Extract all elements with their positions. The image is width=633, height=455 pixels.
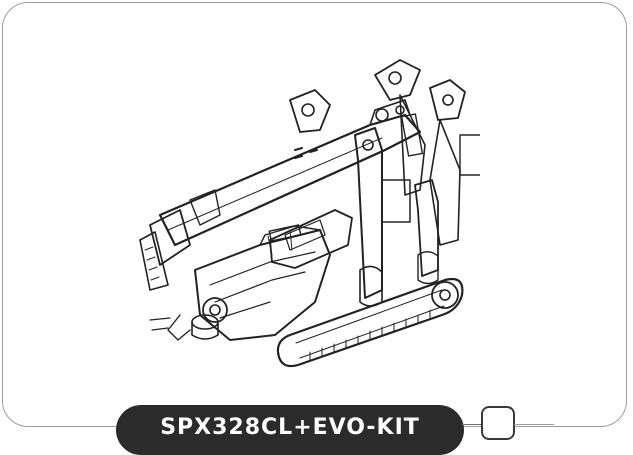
outrigger-legs — [289, 59, 480, 307]
badge-connector — [462, 424, 482, 425]
spider-crane-illustration-icon — [139, 59, 480, 368]
operator-cab — [269, 209, 353, 269]
product-card — [2, 2, 627, 427]
select-checkbox[interactable] — [481, 406, 515, 440]
frame-connector — [514, 424, 554, 425]
hook-reel — [149, 297, 228, 341]
crane-boom — [139, 99, 422, 291]
model-name-badge: SPX328CL+EVO-KIT — [116, 405, 464, 455]
crawler-track — [276, 277, 464, 368]
